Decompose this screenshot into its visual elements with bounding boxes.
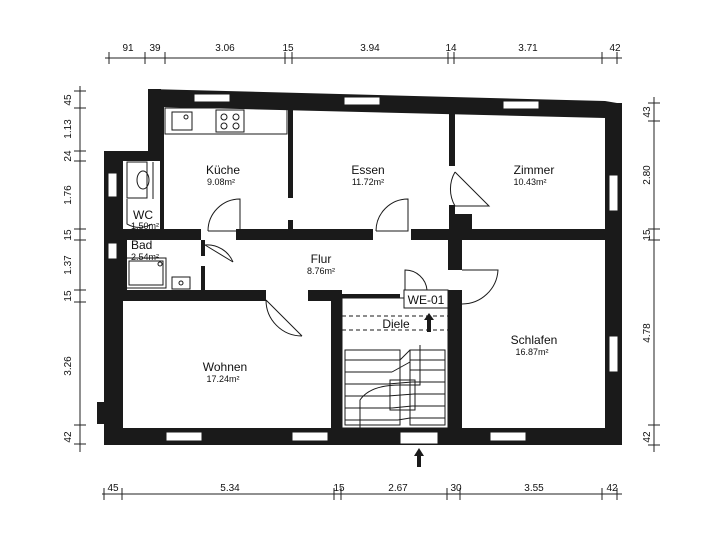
room-name-wc: WC (133, 208, 153, 222)
unit-label-text: WE-01 (408, 293, 445, 307)
room-name-bad: Bad (131, 238, 152, 252)
room-diele: Diele (382, 317, 410, 331)
room-wc: WC 1.50m² (131, 208, 159, 231)
room-kueche: Küche 9.08m² (206, 163, 240, 187)
room-name-kueche: Küche (206, 163, 240, 177)
entrance-arrow-building (414, 448, 424, 467)
dim-left-1: 45 (63, 94, 74, 106)
dim-left-9: 42 (63, 431, 74, 443)
room-area-wc: 1.50m² (131, 221, 159, 231)
dim-top-5: 3.94 (360, 43, 380, 54)
dim-top-7: 3.71 (518, 43, 538, 54)
room-name-essen: Essen (351, 163, 384, 177)
room-name-flur: Flur (311, 252, 332, 266)
dim-right-3: 15 (642, 229, 653, 241)
room-name-wohnen: Wohnen (203, 360, 247, 374)
dim-right-2: 2.80 (642, 165, 653, 185)
dim-left-2: 1.13 (63, 119, 74, 139)
dim-top-8: 42 (609, 43, 621, 54)
dim-bottom-6: 3.55 (524, 483, 544, 494)
dim-bottom-2: 5.34 (220, 483, 240, 494)
room-area-zimmer: 10.43m² (513, 177, 546, 187)
room-essen: Essen 11.72m² (351, 163, 384, 187)
dim-top-3: 3.06 (215, 43, 235, 54)
unit-label: WE-01 (403, 289, 449, 309)
dimension-top: 91 39 3.06 15 3.94 14 3.71 42 (105, 43, 622, 64)
dim-bottom-3: 15 (333, 483, 345, 494)
dim-top-4: 15 (282, 43, 294, 54)
dim-left-7: 15 (63, 290, 74, 302)
dim-bottom-7: 42 (606, 483, 618, 494)
dim-left-4: 1.76 (63, 185, 74, 205)
entrance-arrow-unit (424, 313, 434, 332)
kitchen-counter (164, 107, 288, 135)
dim-top-6: 14 (445, 43, 457, 54)
room-area-schlafen: 16.87m² (515, 347, 548, 357)
doors (126, 171, 499, 337)
dim-bottom-4: 2.67 (388, 483, 408, 494)
dim-top-1: 91 (122, 43, 134, 54)
room-area-essen: 11.72m² (352, 177, 384, 187)
interior-walls (123, 107, 605, 428)
dim-right-4: 4.78 (642, 323, 653, 343)
dimension-bottom: 45 5.34 15 2.67 30 3.55 42 (102, 483, 622, 500)
room-area-flur: 8.76m² (307, 266, 335, 276)
room-flur: Flur 8.76m² (307, 252, 335, 276)
room-schlafen: Schlafen 16.87m² (511, 333, 558, 357)
room-name-diele: Diele (382, 317, 410, 331)
room-name-schlafen: Schlafen (511, 333, 558, 347)
staircase (341, 297, 449, 429)
dimension-right: 43 2.80 15 4.78 42 (642, 97, 660, 452)
dim-top-2: 39 (149, 43, 161, 54)
dim-left-3: 24 (63, 150, 74, 162)
dimension-left: 45 1.13 24 1.76 15 1.37 15 3.26 42 (63, 86, 86, 452)
dim-right-5: 42 (642, 431, 653, 443)
windows (107, 93, 619, 445)
dim-bottom-1: 45 (107, 483, 119, 494)
exterior-walls (97, 89, 622, 445)
room-name-zimmer: Zimmer (514, 163, 555, 177)
dim-left-8: 3.26 (63, 356, 74, 376)
wc-fixtures (126, 161, 154, 199)
bathtub (125, 257, 191, 290)
room-zimmer: Zimmer 10.43m² (513, 163, 554, 187)
room-area-wohnen: 17.24m² (206, 374, 239, 384)
dim-bottom-5: 30 (450, 483, 462, 494)
dim-left-6: 1.37 (63, 255, 74, 275)
room-area-bad: 2.54m² (131, 252, 159, 262)
room-bad: Bad 2.54m² (131, 238, 159, 262)
dim-right-1: 43 (642, 106, 653, 118)
room-area-kueche: 9.08m² (207, 177, 235, 187)
room-wohnen: Wohnen 17.24m² (203, 360, 247, 384)
dim-left-5: 15 (63, 229, 74, 241)
